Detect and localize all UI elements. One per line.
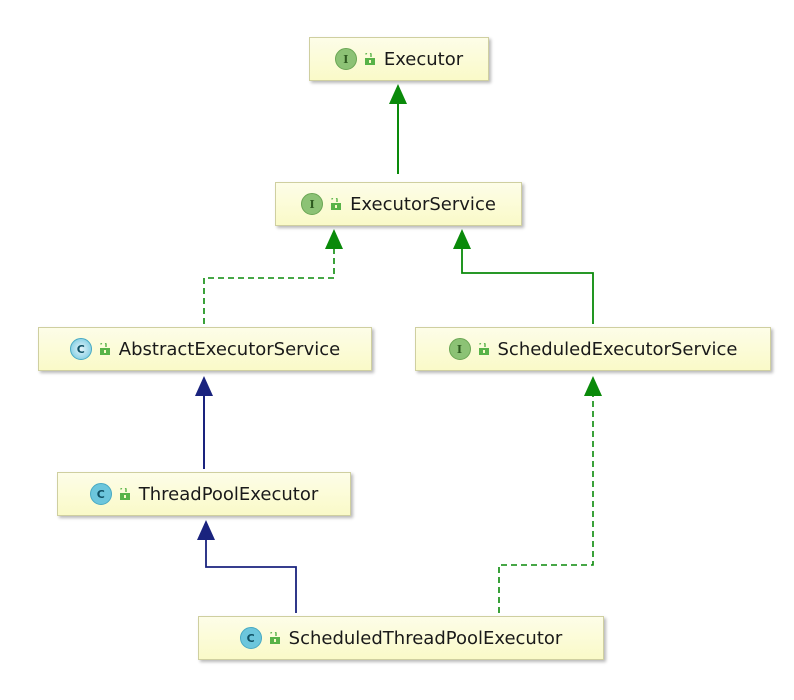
interface-icon: I <box>334 48 357 70</box>
abstract-class-icon: C <box>69 338 92 360</box>
node-abstractexecutorservice[interactable]: C AbstractExecutorService <box>38 327 372 371</box>
node-executor[interactable]: I Executor <box>309 37 489 81</box>
class-icon: C <box>239 627 262 649</box>
public-lock-icon <box>364 52 375 65</box>
node-scheduledthreadpoolexecutor[interactable]: C ScheduledThreadPoolExecutor <box>198 616 604 660</box>
node-label: AbstractExecutorService <box>118 338 341 360</box>
edge-executorservice-to-executor <box>389 84 407 174</box>
node-label: ScheduledThreadPoolExecutor <box>288 627 563 649</box>
interface-icon: I <box>301 193 324 215</box>
node-label: ScheduledExecutorService <box>497 338 738 360</box>
edge-scheduledthreadpoolexecutor-to-threadpoolexecutor <box>197 520 297 613</box>
node-scheduledexecutorservice[interactable]: I ScheduledExecutorService <box>415 327 771 371</box>
interface-icon: I <box>448 338 471 360</box>
class-icon: C <box>89 483 112 505</box>
public-lock-icon <box>478 342 489 355</box>
node-label: ThreadPoolExecutor <box>138 483 319 505</box>
public-lock-icon <box>99 342 110 355</box>
edge-scheduledexecutorservice-to-executorservice <box>453 229 594 324</box>
node-label: Executor <box>383 48 464 70</box>
public-lock-icon <box>119 487 130 500</box>
node-threadpoolexecutor[interactable]: C ThreadPoolExecutor <box>57 472 351 516</box>
edge-scheduledthreadpoolexecutor-to-scheduledexecutorservice <box>498 376 602 613</box>
edge-threadpoolexecutor-to-abstractexecutorservice <box>195 376 213 469</box>
public-lock-icon <box>331 197 342 210</box>
public-lock-icon <box>269 631 280 644</box>
node-executorservice[interactable]: I ExecutorService <box>275 182 522 226</box>
node-label: ExecutorService <box>350 193 496 215</box>
edge-abstractexecutorservice-to-executorservice <box>203 229 343 324</box>
